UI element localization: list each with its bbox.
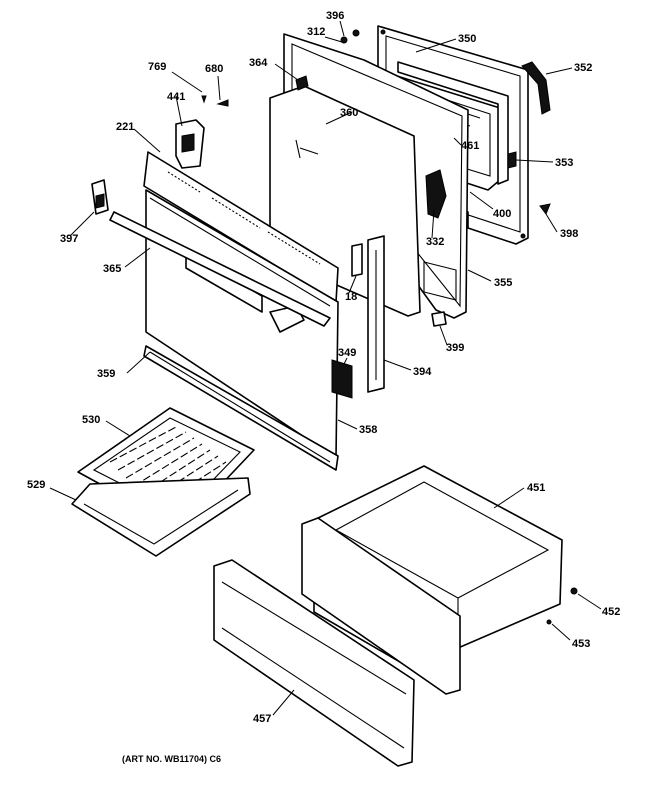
callout-400: 400 [493, 208, 511, 220]
broiler-pan [71, 477, 251, 557]
callout-441: 441 [167, 91, 185, 103]
callout-461: 461 [461, 140, 479, 152]
callout-312: 312 [307, 26, 325, 38]
hinge-channel [367, 235, 385, 393]
callout-452: 452 [602, 606, 620, 618]
callout-352: 352 [574, 62, 592, 74]
callout-358: 358 [359, 424, 377, 436]
callout-529: 529 [27, 479, 45, 491]
callout-397: 397 [60, 233, 78, 245]
callout-360: 360 [340, 107, 358, 119]
door-handle-bar [109, 211, 331, 327]
callout-359: 359 [97, 368, 115, 380]
door-bottom-trim [143, 345, 339, 471]
callout-365: 365 [103, 263, 121, 275]
callout-332: 332 [426, 236, 444, 248]
callout-18: 18 [345, 291, 357, 303]
small-parts [201, 29, 578, 625]
callout-399: 399 [446, 342, 464, 354]
callout-221: 221 [116, 121, 134, 133]
callout-349: 349 [338, 347, 356, 359]
door-insulation [331, 359, 353, 399]
leader-lines [49, 20, 602, 716]
callout-353: 353 [555, 157, 573, 169]
hinge-right [351, 243, 363, 277]
hinge-left [175, 119, 205, 169]
callout-396: 396 [326, 10, 344, 22]
callouts: 396 312 350 352 769 680 364 441 360 221 … [27, 10, 620, 725]
callout-453: 453 [572, 638, 590, 650]
callout-350: 350 [458, 33, 476, 45]
callout-769: 769 [148, 61, 166, 73]
drawer-front-panel [213, 559, 415, 767]
callout-680: 680 [205, 63, 223, 75]
callout-398: 398 [560, 228, 578, 240]
hinge-bracket [91, 179, 109, 215]
drawer-front-inner [301, 517, 461, 695]
callout-457: 457 [253, 713, 271, 725]
callout-394: 394 [413, 366, 432, 378]
callout-451: 451 [527, 482, 545, 494]
callout-530: 530 [82, 414, 100, 426]
door-handle [521, 61, 551, 115]
callout-364: 364 [249, 57, 268, 69]
callout-355: 355 [494, 277, 512, 289]
art-number-caption: (ART NO. WB11704) C6 [122, 754, 221, 764]
